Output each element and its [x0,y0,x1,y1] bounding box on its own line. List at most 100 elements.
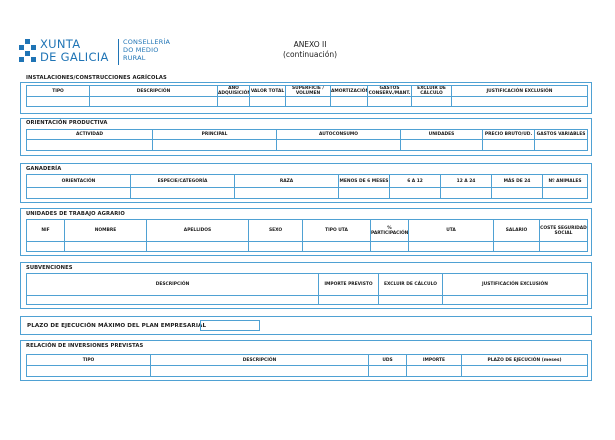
col-header: PRECIO BRUTO/UD. [482,129,535,140]
col-header: IMPORTE [406,354,462,366]
input-cell[interactable] [276,139,401,151]
col-header: Nº ANIMALES [542,174,588,188]
section-title-trabajo: UNIDADES DE TRABAJO AGRARIO [26,211,125,217]
input-cell[interactable] [302,241,371,252]
input-cell[interactable] [64,241,147,252]
col-header: GASTOS CONSERV./MANT. [367,85,412,97]
logo-conselleria: CONSELLERÍA DO MEDIO RURAL [123,38,171,62]
table-row [26,295,588,305]
table-row [26,365,588,377]
input-cell[interactable] [330,96,368,107]
table-orientacion: ACTIVIDAD PRINCIPAL AUTOCONSUMO UNIDADES… [26,129,588,151]
input-cell[interactable] [285,96,331,107]
input-cell[interactable] [378,295,443,305]
section-frame-trabajo [20,208,592,256]
input-cell[interactable] [408,241,494,252]
col-header: SALARIO [493,219,540,242]
section-title-subvenciones: SUBVENCIONES [26,265,73,271]
input-cell[interactable] [482,139,535,151]
input-cell[interactable] [217,96,250,107]
input-cell[interactable] [368,365,407,377]
input-cell[interactable] [248,241,303,252]
col-header: NOMBRE [64,219,147,242]
input-cell[interactable] [389,187,441,199]
input-cell[interactable] [451,96,588,107]
input-cell[interactable] [542,187,588,199]
section-frame-inversiones [20,340,592,381]
col-header: DESCRIPCIÓN [26,273,319,296]
col-header: JUSTIFICACIÓN EXCLUSIÓN [442,273,588,296]
col-header: JUSTIFICACIÓN EXCLUSIÓN [451,85,588,97]
col-header: GASTOS VARIABLES [534,129,588,140]
input-cell[interactable] [442,295,588,305]
input-cell[interactable] [26,187,131,199]
annex-title: ANEXO II [293,40,327,49]
input-cell[interactable] [26,241,65,252]
input-cell[interactable] [493,241,540,252]
col-header: DESCRIPCIÓN [150,354,369,366]
input-cell[interactable] [440,187,492,199]
col-header: ACTIVIDAD [26,129,153,140]
input-cell[interactable] [146,241,249,252]
table-row [26,187,588,199]
col-header: COSTE SEGURIDAD SOCIAL [539,219,588,242]
col-header: UDS [368,354,407,366]
col-header: RAZA [234,174,339,188]
section-title-inversiones: RELACIÓN DE INVERSIONES PREVISTAS [26,343,144,349]
col-header: 12 A 24 [440,174,492,188]
table-row [26,139,588,151]
col-header: TIPO UTA [302,219,371,242]
col-header: DESCRIPCIÓN [89,85,218,97]
input-cell[interactable] [249,96,286,107]
input-cell[interactable] [26,139,153,151]
input-cell[interactable] [461,365,588,377]
plazo-input[interactable] [200,320,260,331]
col-header: AUTOCONSUMO [276,129,401,140]
input-cell[interactable] [130,187,235,199]
col-header: EXCLUIR DE CÁLCULO [378,273,443,296]
section-frame-ganaderia [20,163,592,203]
input-cell[interactable] [152,139,277,151]
input-cell[interactable] [89,96,218,107]
input-cell[interactable] [367,96,412,107]
document-title: ANEXO II (continuación) [250,40,370,60]
input-cell[interactable] [150,365,369,377]
col-header: IMPORTE PREVISTO [318,273,379,296]
table-trabajo: NIF NOMBRE APELLIDOS SEXO TIPO UTA % PAR… [26,219,588,252]
section-title-orientacion: ORIENTACIÓN PRODUCTIVA [26,120,108,126]
section-frame-plazo [20,316,592,335]
input-cell[interactable] [318,295,379,305]
plazo-label: PLAZO DE EJECUCIÓN MÁXIMO DEL PLAN EMPRE… [27,323,207,329]
col-header: SEXO [248,219,303,242]
input-cell[interactable] [534,139,588,151]
input-cell[interactable] [491,187,543,199]
col-header: NIF [26,219,65,242]
input-cell[interactable] [406,365,462,377]
input-cell[interactable] [400,139,483,151]
col-header: 6 A 12 [389,174,441,188]
logo-galicia-text: DE GALICIA [40,50,109,64]
logo-divider [118,39,119,65]
col-header: AMORTIZACIÓN [330,85,368,97]
input-cell[interactable] [26,96,90,107]
input-cell[interactable] [370,241,409,252]
col-header: TIPO [26,354,151,366]
input-cell[interactable] [411,96,452,107]
input-cell[interactable] [26,365,151,377]
input-cell[interactable] [26,295,319,305]
input-cell[interactable] [338,187,390,199]
col-header: ORIENTACIÓN [26,174,131,188]
col-header: UNIDADES [400,129,483,140]
col-header: TIPO [26,85,90,97]
input-cell[interactable] [234,187,339,199]
col-header: % PARTICIPACIÓN [370,219,409,242]
col-header: APELLIDOS [146,219,249,242]
logo-xunta-text: XUNTA [40,37,81,51]
table-subvenciones: DESCRIPCIÓN IMPORTE PREVISTO EXCLUIR DE … [26,273,588,305]
col-header: VALOR TOTAL [249,85,286,97]
table-row [26,96,588,107]
input-cell[interactable] [539,241,588,252]
col-header: ESPECIE/CATEGORÍA [130,174,235,188]
section-title-ganaderia: GANADERÍA [26,166,62,172]
table-inversiones: TIPO DESCRIPCIÓN UDS IMPORTE PLAZO DE EJ… [26,354,588,377]
